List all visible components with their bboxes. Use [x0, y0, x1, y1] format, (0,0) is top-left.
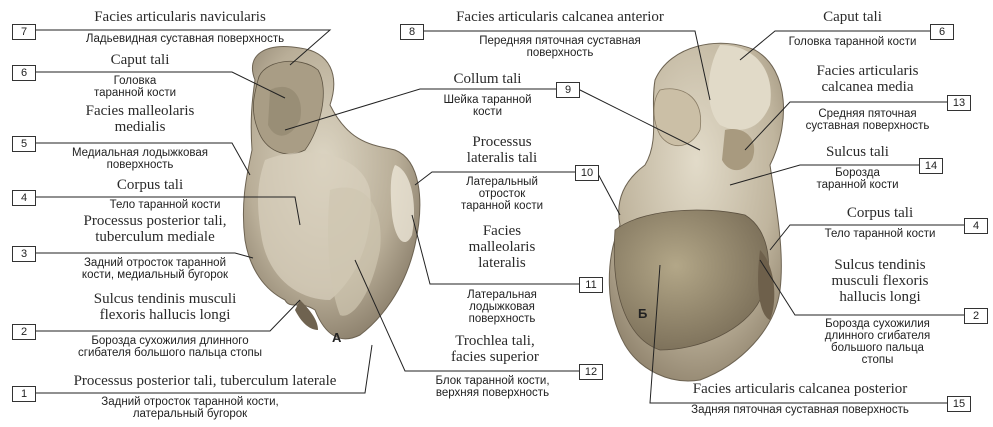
label-number: 3	[12, 246, 36, 262]
latin-label: Trochlea tali, facies superior	[410, 334, 580, 366]
label-number: 6	[930, 24, 954, 40]
latin-label: Sulcus tendinis musculi flexoris halluci…	[800, 258, 960, 305]
latin-label: Facies malleolaris medialis	[40, 104, 240, 136]
figure-letter-a: А	[332, 330, 341, 345]
russian-label: Задний отросток таранной кости, медиальн…	[40, 257, 270, 281]
label-number: 15	[947, 396, 971, 412]
russian-label: Головка таранной кости	[45, 75, 225, 99]
russian-label: Ладьевидная суставная поверхность	[40, 33, 330, 45]
russian-label: Медиальная лодыжковая поверхность	[40, 147, 240, 171]
russian-label: Латеральная лодыжковая поверхность	[432, 289, 572, 325]
label-number: 5	[12, 136, 36, 152]
latin-label: Corpus tali	[800, 206, 960, 222]
latin-label: Sulcus tali	[800, 145, 915, 161]
russian-label: Тело таранной кости	[800, 228, 960, 240]
latin-label: Processus posterior tali, tuberculum lat…	[40, 374, 370, 390]
russian-label: Передняя пяточная суставная поверхность	[425, 35, 695, 59]
latin-label: Facies articularis calcanea anterior	[425, 10, 695, 26]
latin-label: Facies articularis calcanea posterior	[655, 382, 945, 398]
russian-label: Борозда сухожилия длинного сгибателя бол…	[40, 335, 300, 359]
russian-label: Шейка таранной кости	[420, 94, 555, 118]
russian-label: Борозда сухожилия длинного сгибателя бол…	[795, 318, 960, 366]
label-number: 6	[12, 65, 36, 81]
label-number: 4	[12, 190, 36, 206]
talus-view-b	[609, 43, 783, 381]
label-number: 8	[400, 24, 424, 40]
russian-label: Латеральный отросток таранной кости	[432, 176, 572, 212]
label-number: 13	[947, 95, 971, 111]
label-number: 11	[579, 277, 603, 293]
label-number: 14	[919, 158, 943, 174]
latin-label: Processus lateralis tali	[432, 135, 572, 167]
label-number: 2	[964, 308, 988, 324]
russian-label: Тело таранной кости	[40, 199, 290, 211]
label-number: 1	[12, 386, 36, 402]
label-number: 7	[12, 24, 36, 40]
latin-label: Caput tali	[780, 10, 925, 26]
russian-label: Задний отросток таранной кости, латераль…	[40, 396, 340, 420]
label-number: 9	[556, 82, 580, 98]
latin-label: Facies articularis calcanea media	[790, 64, 945, 96]
latin-label: Sulcus tendinis musculi flexoris halluci…	[40, 292, 290, 324]
latin-label: Facies articularis navicularis	[45, 10, 315, 26]
label-number: 4	[964, 218, 988, 234]
latin-label: Facies malleolaris lateralis	[432, 224, 572, 271]
label-number: 2	[12, 324, 36, 340]
russian-label: Борозда таранной кости	[800, 167, 915, 191]
russian-label: Головка таранной кости	[775, 36, 930, 48]
latin-label: Processus posterior tali, tuberculum med…	[40, 214, 270, 246]
russian-label: Задняя пяточная суставная поверхность	[655, 404, 945, 416]
latin-label: Caput tali	[60, 53, 220, 69]
latin-label: Collum tali	[420, 72, 555, 88]
figure-letter-b: Б	[638, 306, 647, 321]
label-number: 12	[579, 364, 603, 380]
latin-label: Corpus tali	[60, 178, 240, 194]
label-number: 10	[575, 165, 599, 181]
russian-label: Блок таранной кости, верхняя поверхность	[405, 375, 580, 399]
russian-label: Средняя пяточная суставная поверхность	[790, 108, 945, 132]
